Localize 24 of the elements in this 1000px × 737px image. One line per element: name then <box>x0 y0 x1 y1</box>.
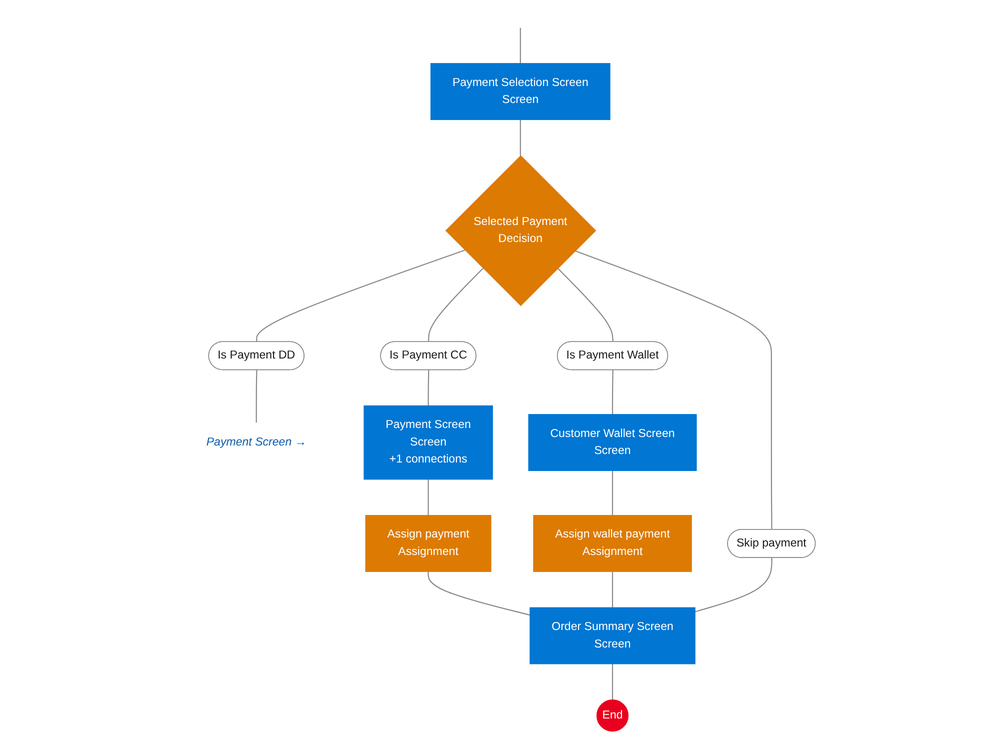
connector <box>612 664 614 700</box>
node-box: Assign wallet payment Assignment <box>533 514 692 572</box>
node-box: Order Summary Screen Screen <box>530 607 696 664</box>
connector <box>612 572 614 608</box>
node-diamond: Selected Payment Decision <box>445 155 596 306</box>
connector <box>428 370 430 406</box>
connector <box>612 470 614 516</box>
connector <box>428 479 429 516</box>
node-text: Payment Screen → <box>206 436 306 448</box>
connector <box>520 27 521 64</box>
connector <box>574 250 772 530</box>
connector <box>256 370 258 424</box>
node-box: Payment Screen Screen +1 connections <box>364 405 493 480</box>
connector <box>428 572 530 616</box>
node-box: Customer Wallet Screen Screen <box>528 414 697 471</box>
node-circle: End <box>596 700 629 732</box>
connector <box>557 268 614 342</box>
connector <box>612 370 614 414</box>
connector <box>256 250 466 342</box>
connector <box>520 120 521 156</box>
connector <box>428 268 484 342</box>
node-box: Payment Selection Screen Screen <box>430 63 610 120</box>
connector <box>694 558 772 612</box>
node-box: Assign payment Assignment <box>365 514 492 572</box>
